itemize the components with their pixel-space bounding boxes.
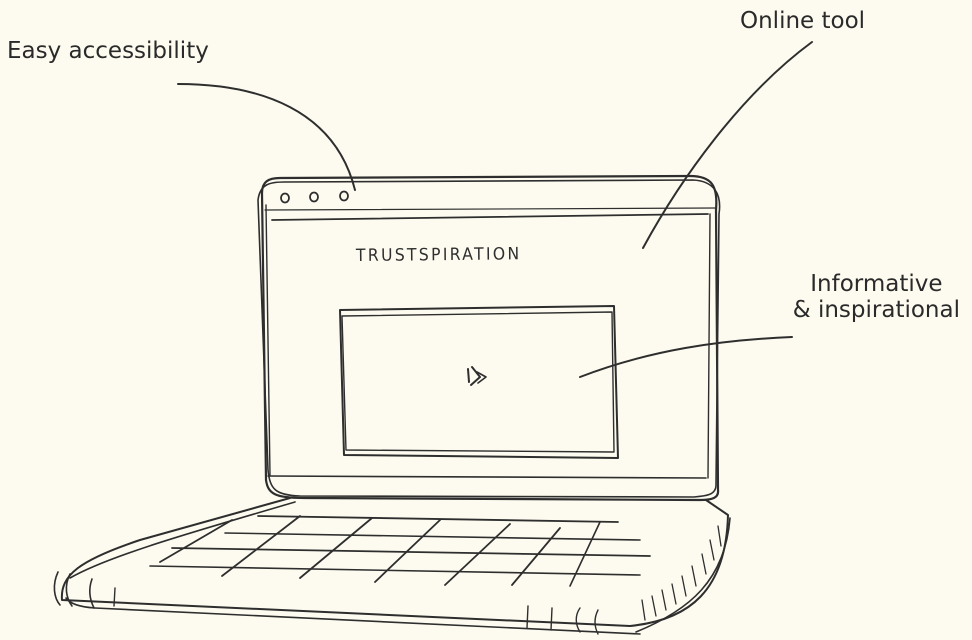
screen-title: TRUSTSPIRATION: [356, 244, 522, 266]
play-icon: [468, 367, 486, 385]
window-control-dots-icon: [281, 192, 348, 203]
callout-informative-line1: Informative: [793, 272, 960, 298]
callout-informative-inspirational: Informative & inspirational: [793, 272, 960, 324]
keyboard-grid: [150, 516, 650, 586]
leader-line-easy: [178, 84, 355, 190]
callout-easy-accessibility: Easy accessibility: [7, 39, 209, 65]
leader-line-online: [643, 42, 812, 248]
callout-informative-line2: & inspirational: [793, 298, 960, 324]
callout-online-tool: Online tool: [740, 9, 865, 35]
